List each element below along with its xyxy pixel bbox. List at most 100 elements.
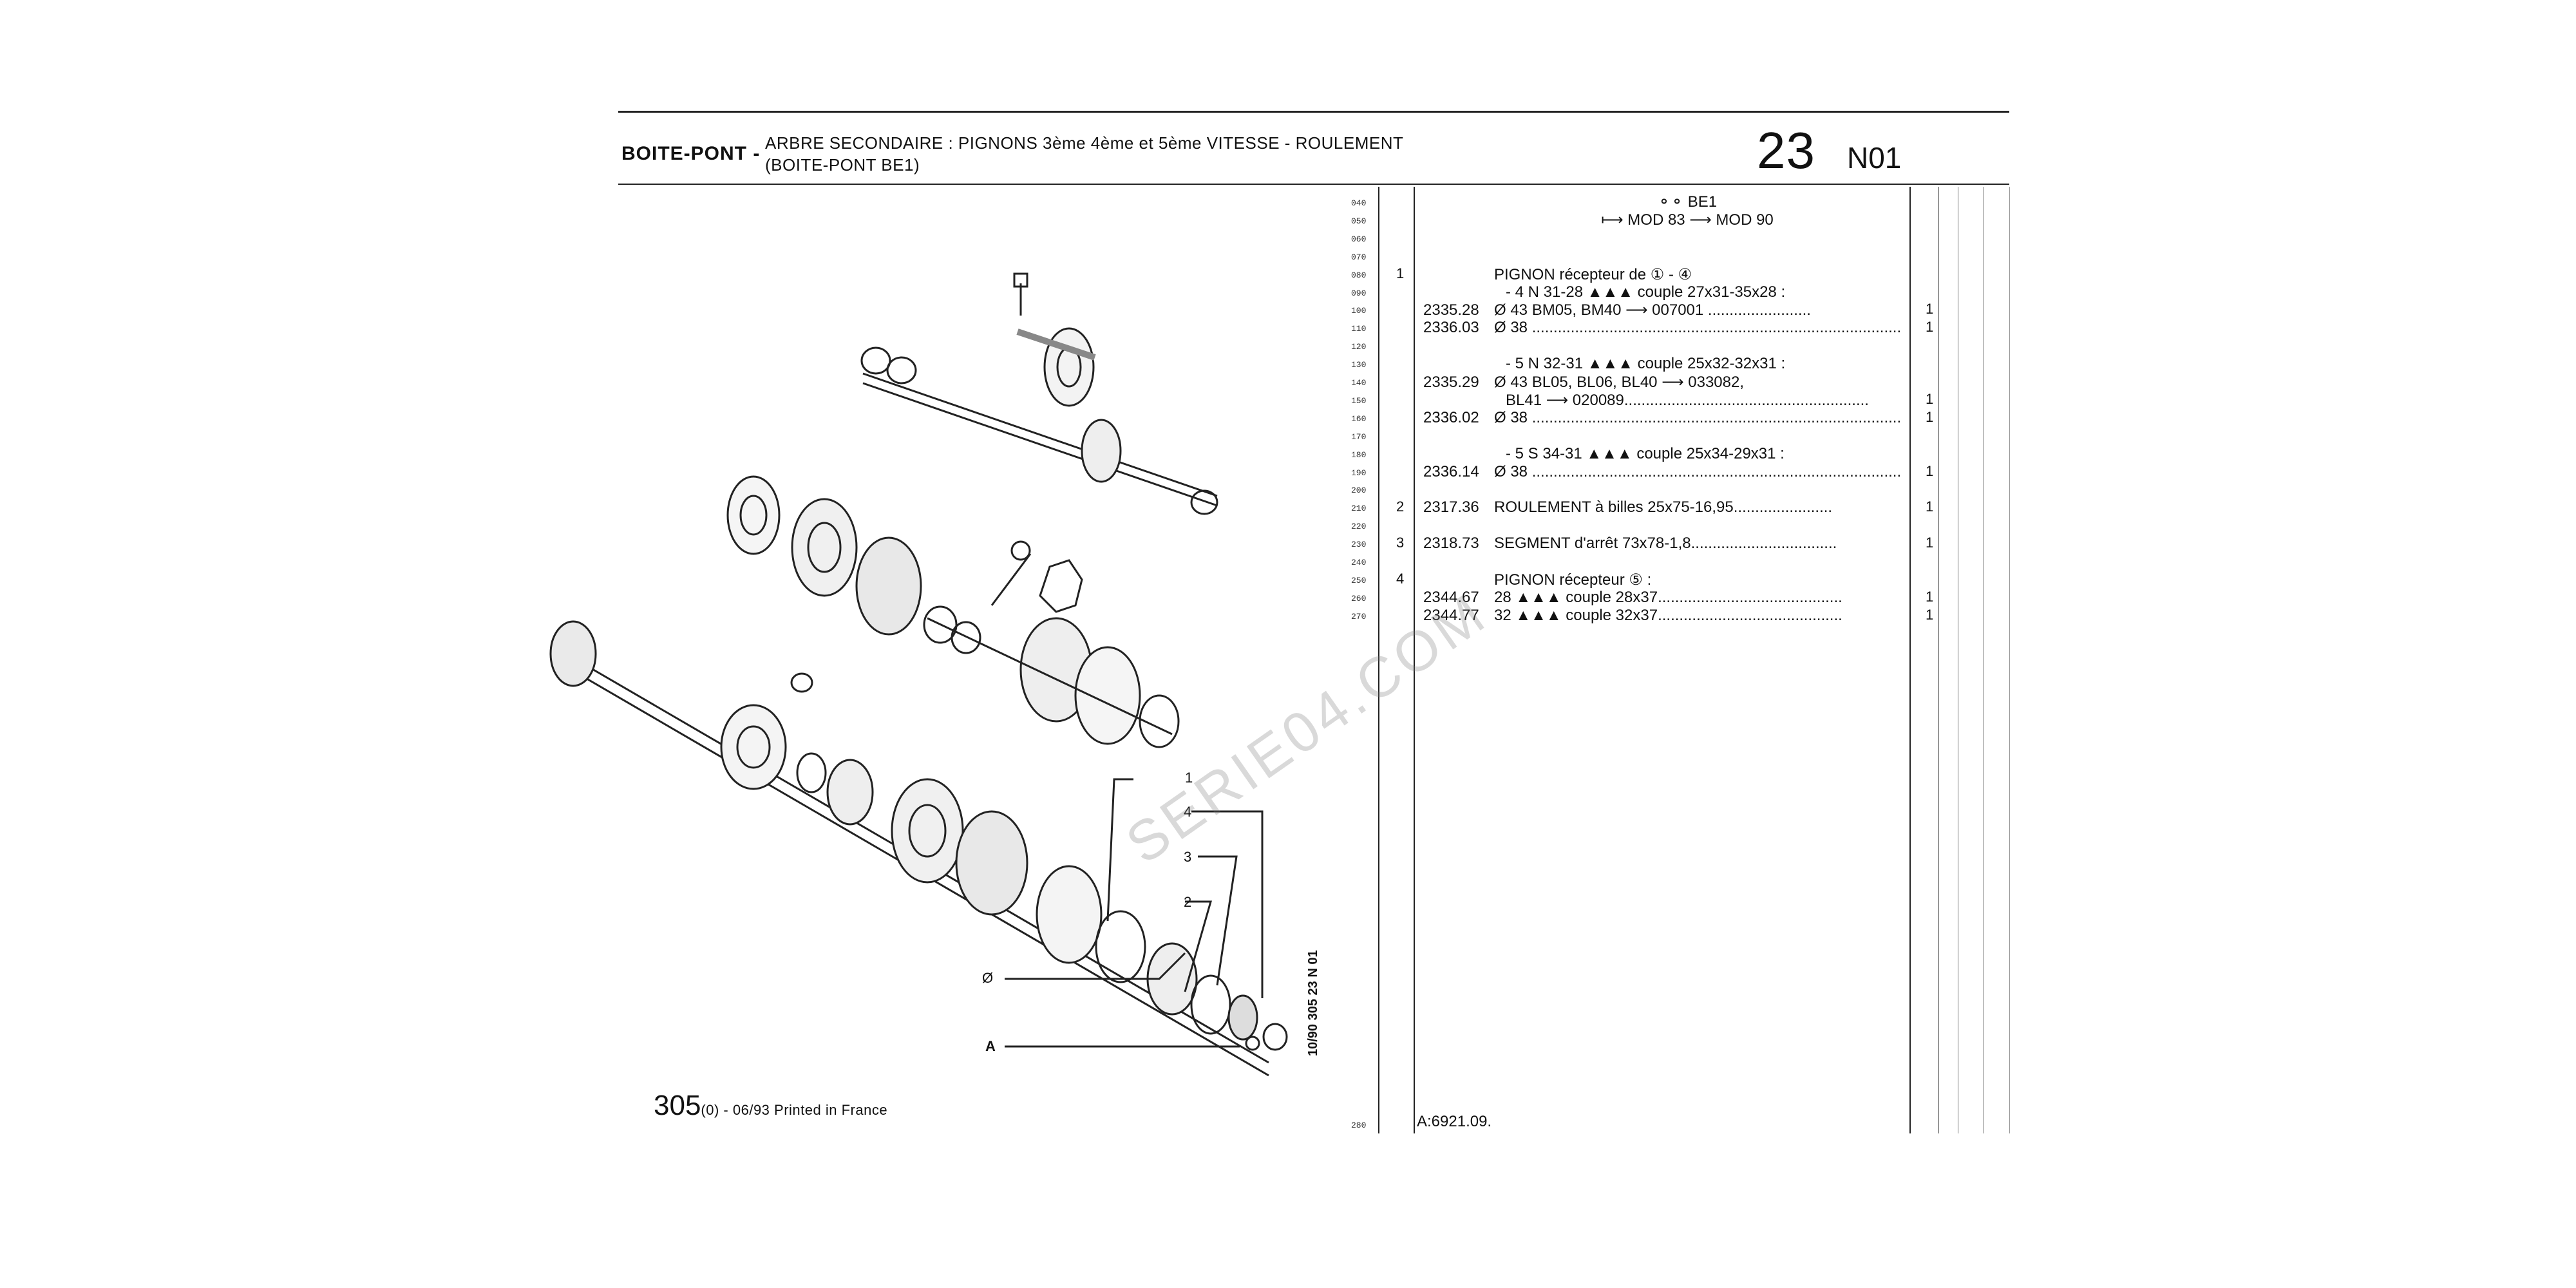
pin xyxy=(1016,328,1096,361)
part-reference: 2335.29 xyxy=(1423,374,1479,391)
arrow-end-icon: ⟶ xyxy=(1689,211,1712,229)
part-description: 32 ▲▲▲ couple 32x37.....................… xyxy=(1494,606,1842,624)
part-quantity: 1 xyxy=(1926,408,1934,425)
part-description: - 4 N 31-28 ▲▲▲ couple 27x31-35x28 : xyxy=(1506,283,1786,301)
part-reference: 2318.73 xyxy=(1423,535,1479,553)
row-number: 170 xyxy=(1351,431,1367,442)
title-line-2: (BOITE-PONT BE1) xyxy=(765,155,920,175)
part-description: Ø 38 ...................................… xyxy=(1494,319,1902,337)
part-quantity: 1 xyxy=(1926,588,1934,605)
part-line: 2336.03 Ø 38 ............................… xyxy=(1423,319,1913,337)
row-number: 240 xyxy=(1351,558,1367,567)
mid-gear-2 xyxy=(855,536,922,636)
rotated-code: 10/90 305 23 N 01 xyxy=(1306,950,1320,1056)
part-description: ROULEMENT à billes 25x75-16,95..........… xyxy=(1494,498,1833,516)
row-number: 090 xyxy=(1351,288,1367,298)
part-description: Ø 38 ...................................… xyxy=(1494,462,1902,480)
upper-gear-2 xyxy=(1081,419,1122,483)
part-item-number: 3 xyxy=(1396,535,1405,551)
col-line-7 xyxy=(2009,187,2010,1133)
part-line: - 4 N 31-28 ▲▲▲ couple 27x31-35x28 : xyxy=(1423,283,1913,301)
part-item-number: 2 xyxy=(1396,498,1405,515)
mid-gear-1 xyxy=(791,498,858,597)
part-description: Ø 43 BM05, BM40 ⟶ 007001 ...............… xyxy=(1494,301,1811,319)
col-line-3 xyxy=(1909,187,1911,1133)
sprocket xyxy=(1039,559,1083,613)
part-reference: 2335.28 xyxy=(1423,301,1479,319)
part-quantity: 1 xyxy=(1926,535,1934,551)
pinion-head xyxy=(549,620,597,687)
row-number: 150 xyxy=(1351,395,1367,406)
screw xyxy=(1245,1036,1260,1051)
part-reference: 2336.02 xyxy=(1423,408,1479,426)
row-number: 060 xyxy=(1351,234,1367,244)
part-description: SEGMENT d'arrêt 73x78-1,8...............… xyxy=(1494,535,1837,553)
row-number: 100 xyxy=(1351,306,1367,316)
last-row-number: 280 xyxy=(1351,1121,1367,1130)
part-quantity: 1 xyxy=(1926,390,1934,407)
row-number: 040 xyxy=(1351,198,1367,208)
row-number: 070 xyxy=(1351,252,1367,262)
part-description: PIGNON récepteur ⑤ : xyxy=(1494,571,1652,589)
row-number: 270 xyxy=(1351,611,1367,621)
footer: 305(0) - 06/93 Printed in France xyxy=(654,1090,887,1122)
col-line-4 xyxy=(1938,187,1939,1133)
model-header: ⚬⚬ BE1 ⟼ MOD 83 ⟶ MOD 90 xyxy=(1558,193,1816,229)
part-line: - 5 S 34-31 ▲▲▲ couple 25x34-29x31 : xyxy=(1423,445,1913,463)
callout-A: A xyxy=(985,1038,996,1054)
footer-text: (0) - 06/93 Printed in France xyxy=(701,1102,888,1118)
row-number: 250 xyxy=(1351,575,1367,585)
page-number: 23 xyxy=(1757,122,1815,179)
arrow-start-icon: ⟼ xyxy=(1601,211,1624,229)
leader-phi xyxy=(1005,952,1186,980)
part-line: 2336.02 Ø 38 ............................… xyxy=(1423,409,1913,427)
part-quantity: 1 xyxy=(1926,301,1934,317)
leader-4 xyxy=(1191,810,1264,998)
document-title: ARBRE SECONDAIRE : PIGNONS 3ème 4ème et … xyxy=(765,132,1403,176)
callout-4: 4 xyxy=(1184,804,1192,820)
row-number: 080 xyxy=(1351,270,1367,280)
lower-gear-2 xyxy=(891,778,964,884)
part-reference: 2336.03 xyxy=(1423,319,1479,337)
row-number: 220 xyxy=(1351,522,1367,532)
part-quantity: 1 xyxy=(1926,498,1934,515)
top-rule xyxy=(618,111,2009,113)
lower-gear-4 xyxy=(1036,865,1103,964)
part-line: 2344.77 32 ▲▲▲ couple 32x37..............… xyxy=(1423,607,1913,625)
row-number: 230 xyxy=(1351,540,1367,550)
part-description: - 5 S 34-31 ▲▲▲ couple 25x34-29x31 : xyxy=(1506,444,1785,462)
row-number: 110 xyxy=(1351,324,1367,334)
part-item-number: 1 xyxy=(1396,265,1405,281)
gear-pair-icon: ⚬⚬ xyxy=(1657,193,1684,211)
leader-3 xyxy=(1198,855,1238,986)
part-reference: 2344.77 xyxy=(1423,606,1479,624)
callout-phi: Ø xyxy=(982,970,994,986)
row-number: 180 xyxy=(1351,450,1367,460)
leader-1 xyxy=(1106,778,1133,922)
footer-model: 305 xyxy=(654,1090,701,1121)
model-be1: ⚬⚬ BE1 xyxy=(1657,193,1718,211)
leader-2 xyxy=(1184,900,1212,992)
page-code: N01 xyxy=(1847,141,1902,175)
part-line: BL41 ⟶ 020089...........................… xyxy=(1423,391,1913,410)
upper-shaft xyxy=(862,372,1218,497)
callout-3: 3 xyxy=(1184,849,1192,865)
model-range: ⟼ MOD 83 ⟶ MOD 90 xyxy=(1601,211,1774,229)
row-number: 200 xyxy=(1351,486,1367,496)
part-description: PIGNON récepteur de ① - ④ xyxy=(1494,265,1692,283)
callout-2: 2 xyxy=(1184,894,1192,910)
part-description: Ø 38 ...................................… xyxy=(1494,408,1902,426)
section-title: BOITE-PONT - xyxy=(621,143,761,164)
part-reference: 2344.67 xyxy=(1423,588,1479,606)
row-number: 140 xyxy=(1351,378,1367,388)
part-line: 2318.73 SEGMENT d'arrêt 73x78-1,8........… xyxy=(1423,535,1913,553)
part-description: - 5 N 32-31 ▲▲▲ couple 25x32-32x31 : xyxy=(1506,355,1786,373)
snap-ring xyxy=(1010,540,1031,561)
lower-gear-3 xyxy=(955,810,1028,916)
mid-bearing xyxy=(726,475,781,555)
col-line-1 xyxy=(1378,187,1379,1133)
